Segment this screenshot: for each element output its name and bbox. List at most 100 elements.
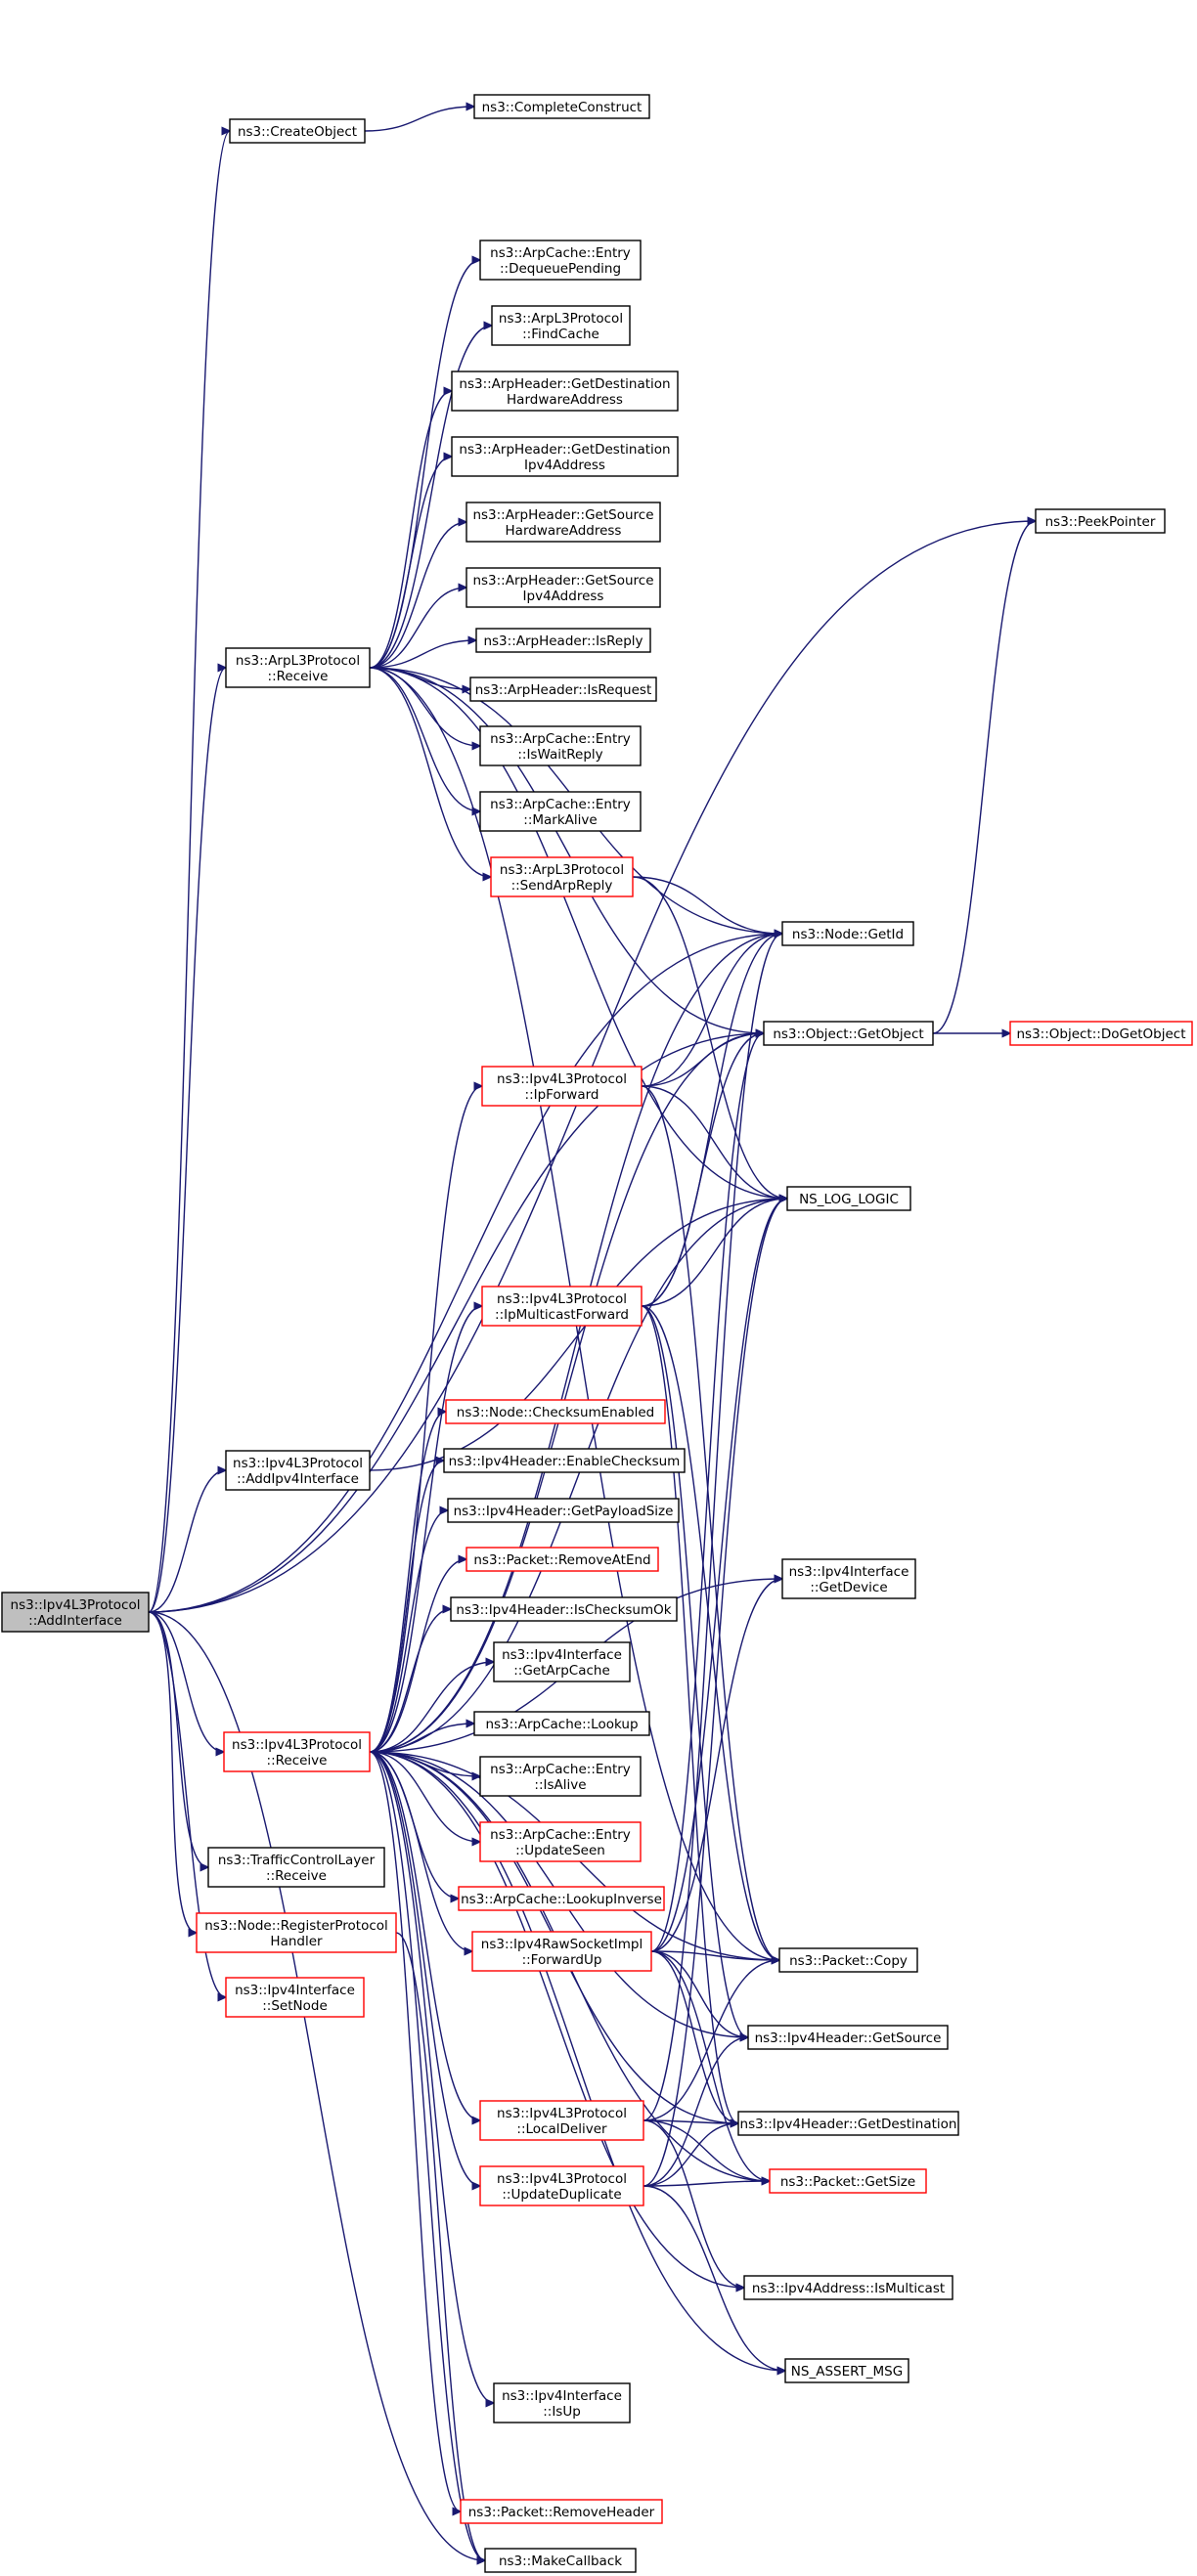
node-packetCopy[interactable]: ns3::Packet::Copy — [778, 1947, 918, 1973]
node-isAlive[interactable]: ns3::ArpCache::Entry::IsAlive — [479, 1756, 642, 1797]
node-label: ns3::Ipv4L3Protocol — [497, 1291, 627, 1307]
node-removeAtEnd[interactable]: ns3::Packet::RemoveAtEnd — [466, 1547, 659, 1572]
node-peekPointer[interactable]: ns3::PeekPointer — [1035, 508, 1166, 534]
node-label: ns3::ArpHeader::GetSource — [472, 507, 653, 523]
node-label: ns3::PeekPointer — [1045, 514, 1156, 530]
node-arpReceive[interactable]: ns3::ArpL3Protocol::Receive — [225, 647, 371, 688]
node-sendArpReply[interactable]: ns3::ArpL3Protocol::SendArpReply — [490, 856, 634, 897]
node-box — [225, 647, 371, 688]
node-box — [479, 725, 642, 766]
node-getObject[interactable]: ns3::Object::GetObject — [763, 1021, 934, 1046]
node-markAlive[interactable]: ns3::ArpCache::Entry::MarkAlive — [479, 791, 642, 832]
node-lookupInverse[interactable]: ns3::ArpCache::LookupInverse — [458, 1886, 665, 1911]
node-ipv4Receive[interactable]: ns3::Ipv4L3Protocol::Receive — [223, 1731, 371, 1772]
node-label: ns3::Ipv4Header::GetDestination — [740, 2117, 957, 2132]
node-box — [471, 1931, 652, 1972]
node-getArpCache[interactable]: ns3::Ipv4Interface::GetArpCache — [493, 1641, 631, 1682]
node-updateSeen[interactable]: ns3::ArpCache::Entry::UpdateSeen — [479, 1821, 642, 1862]
node-box — [493, 2382, 631, 2423]
node-label: ns3::ArpL3Protocol — [500, 862, 624, 878]
node-arpLookup[interactable]: ns3::ArpCache::Lookup — [473, 1711, 650, 1736]
node-box — [225, 1977, 365, 2018]
edge-ipv4Receive-to-isUp — [369, 1751, 494, 2403]
node-label: ::UpdateDuplicate — [502, 2187, 621, 2203]
node-updateDuplicate[interactable]: ns3::Ipv4L3Protocol::UpdateDuplicate — [479, 2165, 644, 2206]
edge-localDeliver-to-isMulticast — [643, 2119, 744, 2288]
edge-updateDuplicate-to-ipv4GetDestination — [643, 2123, 738, 2187]
node-label: ns3::Ipv4Address::IsMulticast — [752, 2281, 945, 2296]
node-ipMulticastForward[interactable]: ns3::Ipv4L3Protocol::IpMulticastForward — [481, 1286, 643, 1327]
node-findCache[interactable]: ns3::ArpL3Protocol::FindCache — [491, 305, 631, 346]
node-box — [747, 2025, 949, 2050]
node-getDestIpv4[interactable]: ns3::ArpHeader::GetDestinationIpv4Addres… — [451, 436, 679, 477]
node-label: ns3::ArpL3Protocol — [236, 653, 360, 669]
node-addIpv4Interface[interactable]: ns3::Ipv4L3Protocol::AddIpv4Interface — [225, 1450, 371, 1491]
node-isMulticast[interactable]: ns3::Ipv4Address::IsMulticast — [743, 2275, 953, 2300]
node-nsAssertMsg[interactable]: NS_ASSERT_MSG — [784, 2358, 909, 2383]
node-label: ns3::ArpHeader::GetDestination — [459, 442, 670, 458]
node-box — [196, 1912, 397, 1953]
edge-addInterface-to-addIpv4Interface — [148, 1470, 226, 1613]
node-getDevice[interactable]: ns3::Ipv4Interface::GetDevice — [781, 1558, 916, 1599]
edge-localDeliver-to-ipv4GetDestination — [643, 2120, 738, 2123]
node-makeCallback[interactable]: ns3::MakeCallback — [484, 2548, 637, 2573]
node-ipv4GetDestination[interactable]: ns3::Ipv4Header::GetDestination — [737, 2111, 959, 2136]
node-isChecksumOk[interactable]: ns3::Ipv4Header::IsChecksumOk — [450, 1596, 678, 1622]
edge-ipv4Receive-to-getObject — [369, 1033, 764, 1753]
node-nodeGetId[interactable]: ns3::Node::GetId — [781, 921, 914, 946]
node-completeConstruct[interactable]: ns3::CompleteConstruct — [473, 94, 650, 119]
node-box — [481, 1066, 643, 1107]
node-nsLogLogic[interactable]: NS_LOG_LOGIC — [786, 1186, 911, 1211]
node-label: ns3::Ipv4Interface — [502, 2388, 622, 2404]
node-box — [466, 502, 661, 543]
edge-ipv4Receive-to-getArpCache — [369, 1662, 494, 1753]
node-removeHeader[interactable]: ns3::Packet::RemoveHeader — [460, 2499, 663, 2524]
node-enableChecksum[interactable]: ns3::Ipv4Header::EnableChecksum — [443, 1448, 686, 1473]
edge-localDeliver-to-nodeGetId — [643, 934, 782, 2121]
node-label: NS_ASSERT_MSG — [791, 2364, 903, 2380]
node-label: ns3::Packet::RemoveAtEnd — [473, 1552, 650, 1568]
node-checksumEnabled[interactable]: ns3::Node::ChecksumEnabled — [445, 1399, 666, 1424]
edge-ipv4Receive-to-forwardUp — [369, 1751, 472, 1951]
node-forwardUp[interactable]: ns3::Ipv4RawSocketImpl::ForwardUp — [471, 1931, 652, 1972]
node-label: ns3::Ipv4Header::IsChecksumOk — [456, 1602, 671, 1618]
node-getPayloadSize[interactable]: ns3::Ipv4Header::GetPayloadSize — [447, 1498, 680, 1523]
node-localDeliver[interactable]: ns3::Ipv4L3Protocol::LocalDeliver — [479, 2100, 644, 2141]
node-box — [466, 1547, 659, 1572]
node-tcReceive[interactable]: ns3::TrafficControlLayer::Receive — [207, 1847, 385, 1888]
edge-sendArpReply-to-nodeGetId — [632, 876, 782, 934]
node-label: ns3::Ipv4RawSocketImpl — [481, 1937, 643, 1952]
node-label: ::DequeuePending — [500, 261, 621, 277]
node-label: ::LocalDeliver — [516, 2121, 607, 2137]
nodes-layer: ns3::Ipv4L3Protocol::AddInterfacens3::Cr… — [1, 94, 1193, 2573]
node-label: ns3::Node::RegisterProtocol — [204, 1918, 388, 1934]
node-ipv4GetSource[interactable]: ns3::Ipv4Header::GetSource — [747, 2025, 949, 2050]
node-setNode[interactable]: ns3::Ipv4Interface::SetNode — [225, 1977, 365, 2018]
node-box — [484, 2548, 637, 2573]
node-box — [781, 921, 914, 946]
edge-forwardUp-to-packetGetSize — [650, 1950, 770, 2181]
node-isReply[interactable]: ns3::ArpHeader::IsReply — [475, 628, 651, 653]
edges-layer — [148, 107, 1036, 2560]
node-label: ns3::Ipv4Interface — [235, 1983, 355, 1998]
node-createObject[interactable]: ns3::CreateObject — [229, 118, 366, 144]
node-isUp[interactable]: ns3::Ipv4Interface::IsUp — [493, 2382, 631, 2423]
node-label: ::IpMulticastForward — [495, 1307, 629, 1323]
edge-arpReceive-to-getDestHw — [369, 391, 452, 669]
node-dequeuePending[interactable]: ns3::ArpCache::Entry::DequeuePending — [479, 240, 642, 281]
node-label: Handler — [270, 1934, 323, 1949]
node-ipForward[interactable]: ns3::Ipv4L3Protocol::IpForward — [481, 1066, 643, 1107]
edge-getObject-to-peekPointer — [932, 521, 1036, 1034]
node-getDestHw[interactable]: ns3::ArpHeader::GetDestinationHardwareAd… — [451, 371, 679, 412]
edge-ipv4Receive-to-enableChecksum — [369, 1461, 444, 1753]
edge-addInterface-to-createObject — [148, 131, 230, 1613]
node-packetGetSize[interactable]: ns3::Packet::GetSize — [769, 2168, 927, 2194]
edge-updateDuplicate-to-nsLogLogic — [643, 1199, 787, 2187]
node-doGetObject[interactable]: ns3::Object::DoGetObject — [1009, 1021, 1193, 1046]
node-isWaitReply[interactable]: ns3::ArpCache::Entry::IsWaitReply — [479, 725, 642, 766]
edge-addInterface-to-tcReceive — [148, 1611, 208, 1867]
node-isRequest[interactable]: ns3::ArpHeader::IsRequest — [469, 677, 657, 702]
